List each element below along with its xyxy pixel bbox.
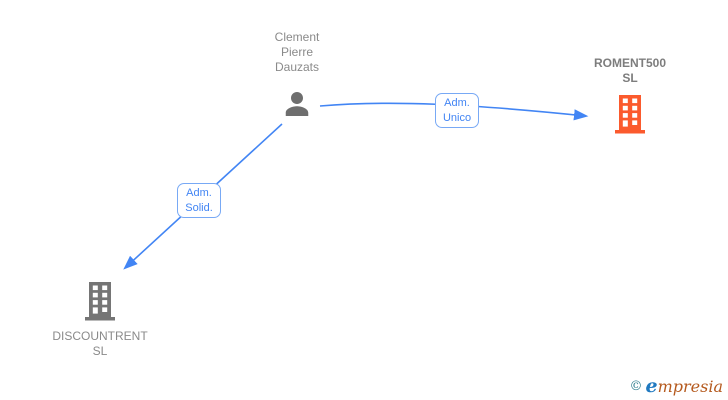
edge-label-adm-unico: Adm. Unico — [435, 93, 479, 128]
person-icon — [279, 86, 315, 122]
node-roment500[interactable]: ROMENT500 SL — [560, 56, 700, 139]
building-icon — [612, 94, 648, 134]
edge-label-line2: Unico — [442, 112, 472, 124]
node-discountrent[interactable]: DISCOUNTRENT SL — [30, 281, 170, 359]
edge-label-line1: Adm. — [444, 97, 470, 109]
discountrent-name-line1: DISCOUNTRENT — [52, 329, 148, 343]
brand-name-rest: mpresia — [657, 377, 723, 396]
brand-first-letter: e — [645, 375, 658, 397]
node-person[interactable]: Clement Pierre Dauzats — [217, 30, 377, 127]
building-icon — [82, 281, 118, 321]
discountrent-name-line2: SL — [92, 344, 108, 358]
roment500-name-line1: ROMENT500 — [593, 56, 667, 70]
copyright-icon: © — [629, 379, 643, 394]
empresia-logo[interactable]: ©empresia — [630, 375, 724, 397]
person-name-line2: Pierre — [280, 45, 313, 59]
edge-label-line2: Solid. — [185, 202, 213, 214]
roment500-name-line2: SL — [622, 71, 638, 85]
edge-label-line1: Adm. — [186, 187, 212, 199]
edge-label-adm-solid: Adm. Solid. — [177, 183, 221, 218]
person-name-line1: Clement — [274, 30, 320, 44]
person-name-line3: Dauzats — [274, 60, 320, 74]
